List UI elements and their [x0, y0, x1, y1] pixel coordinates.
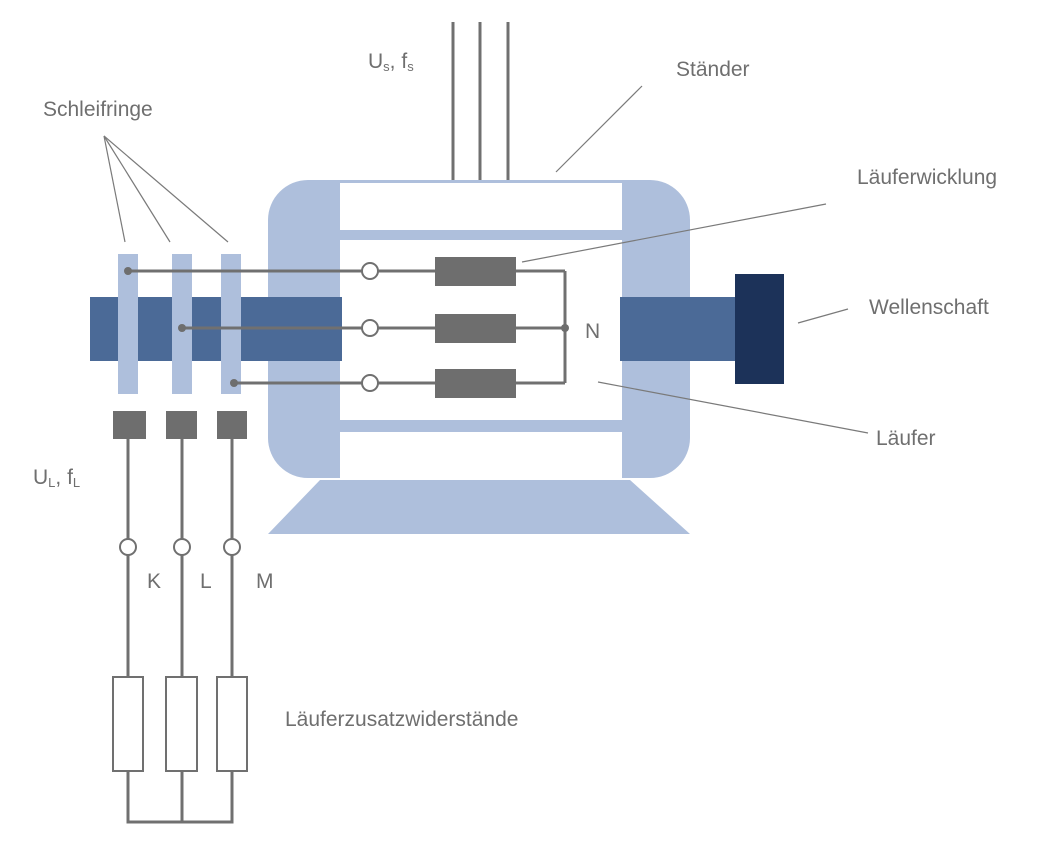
slip-ring-m [221, 254, 241, 394]
terminal-k-label: K [147, 570, 161, 593]
brush-m [217, 411, 247, 439]
terminal-m-label: M [256, 570, 274, 593]
brushes [113, 411, 247, 439]
wire-junction-dots [124, 267, 569, 387]
winding-terminals [361, 262, 379, 392]
shaft-end [735, 274, 784, 384]
rotor-label: Läufer [876, 427, 936, 450]
terminal-l-label: L [200, 570, 212, 593]
leader-lines [103, 85, 869, 434]
rotor-voltage-label: UL, fL [33, 466, 80, 490]
shaft-label: Wellenschaft [869, 296, 989, 319]
motor-base [268, 480, 690, 534]
stator-label: Ständer [676, 58, 750, 81]
stator-top-band [340, 230, 622, 240]
brush-k [113, 411, 146, 439]
additional-resistors [112, 676, 248, 772]
stator-voltage-label: Us, fs [368, 50, 414, 74]
rotor-winding-coils [435, 257, 516, 398]
rotor-winding-label: Läuferwicklung [857, 166, 997, 189]
external-terminals [119, 538, 241, 556]
slip-rings [118, 254, 241, 394]
stator-supply-lines [451, 22, 510, 182]
shaft-right [620, 297, 738, 361]
slip-ring-k [118, 254, 138, 394]
rotor-circuit-wires [126, 439, 234, 824]
resistors-label: Läuferzusatzwiderstände [285, 708, 518, 731]
neutral-point-label: N [585, 320, 600, 343]
stator-bottom-band [340, 420, 622, 432]
slip-rings-label: Schleifringe [43, 98, 153, 121]
brush-l [166, 411, 197, 439]
